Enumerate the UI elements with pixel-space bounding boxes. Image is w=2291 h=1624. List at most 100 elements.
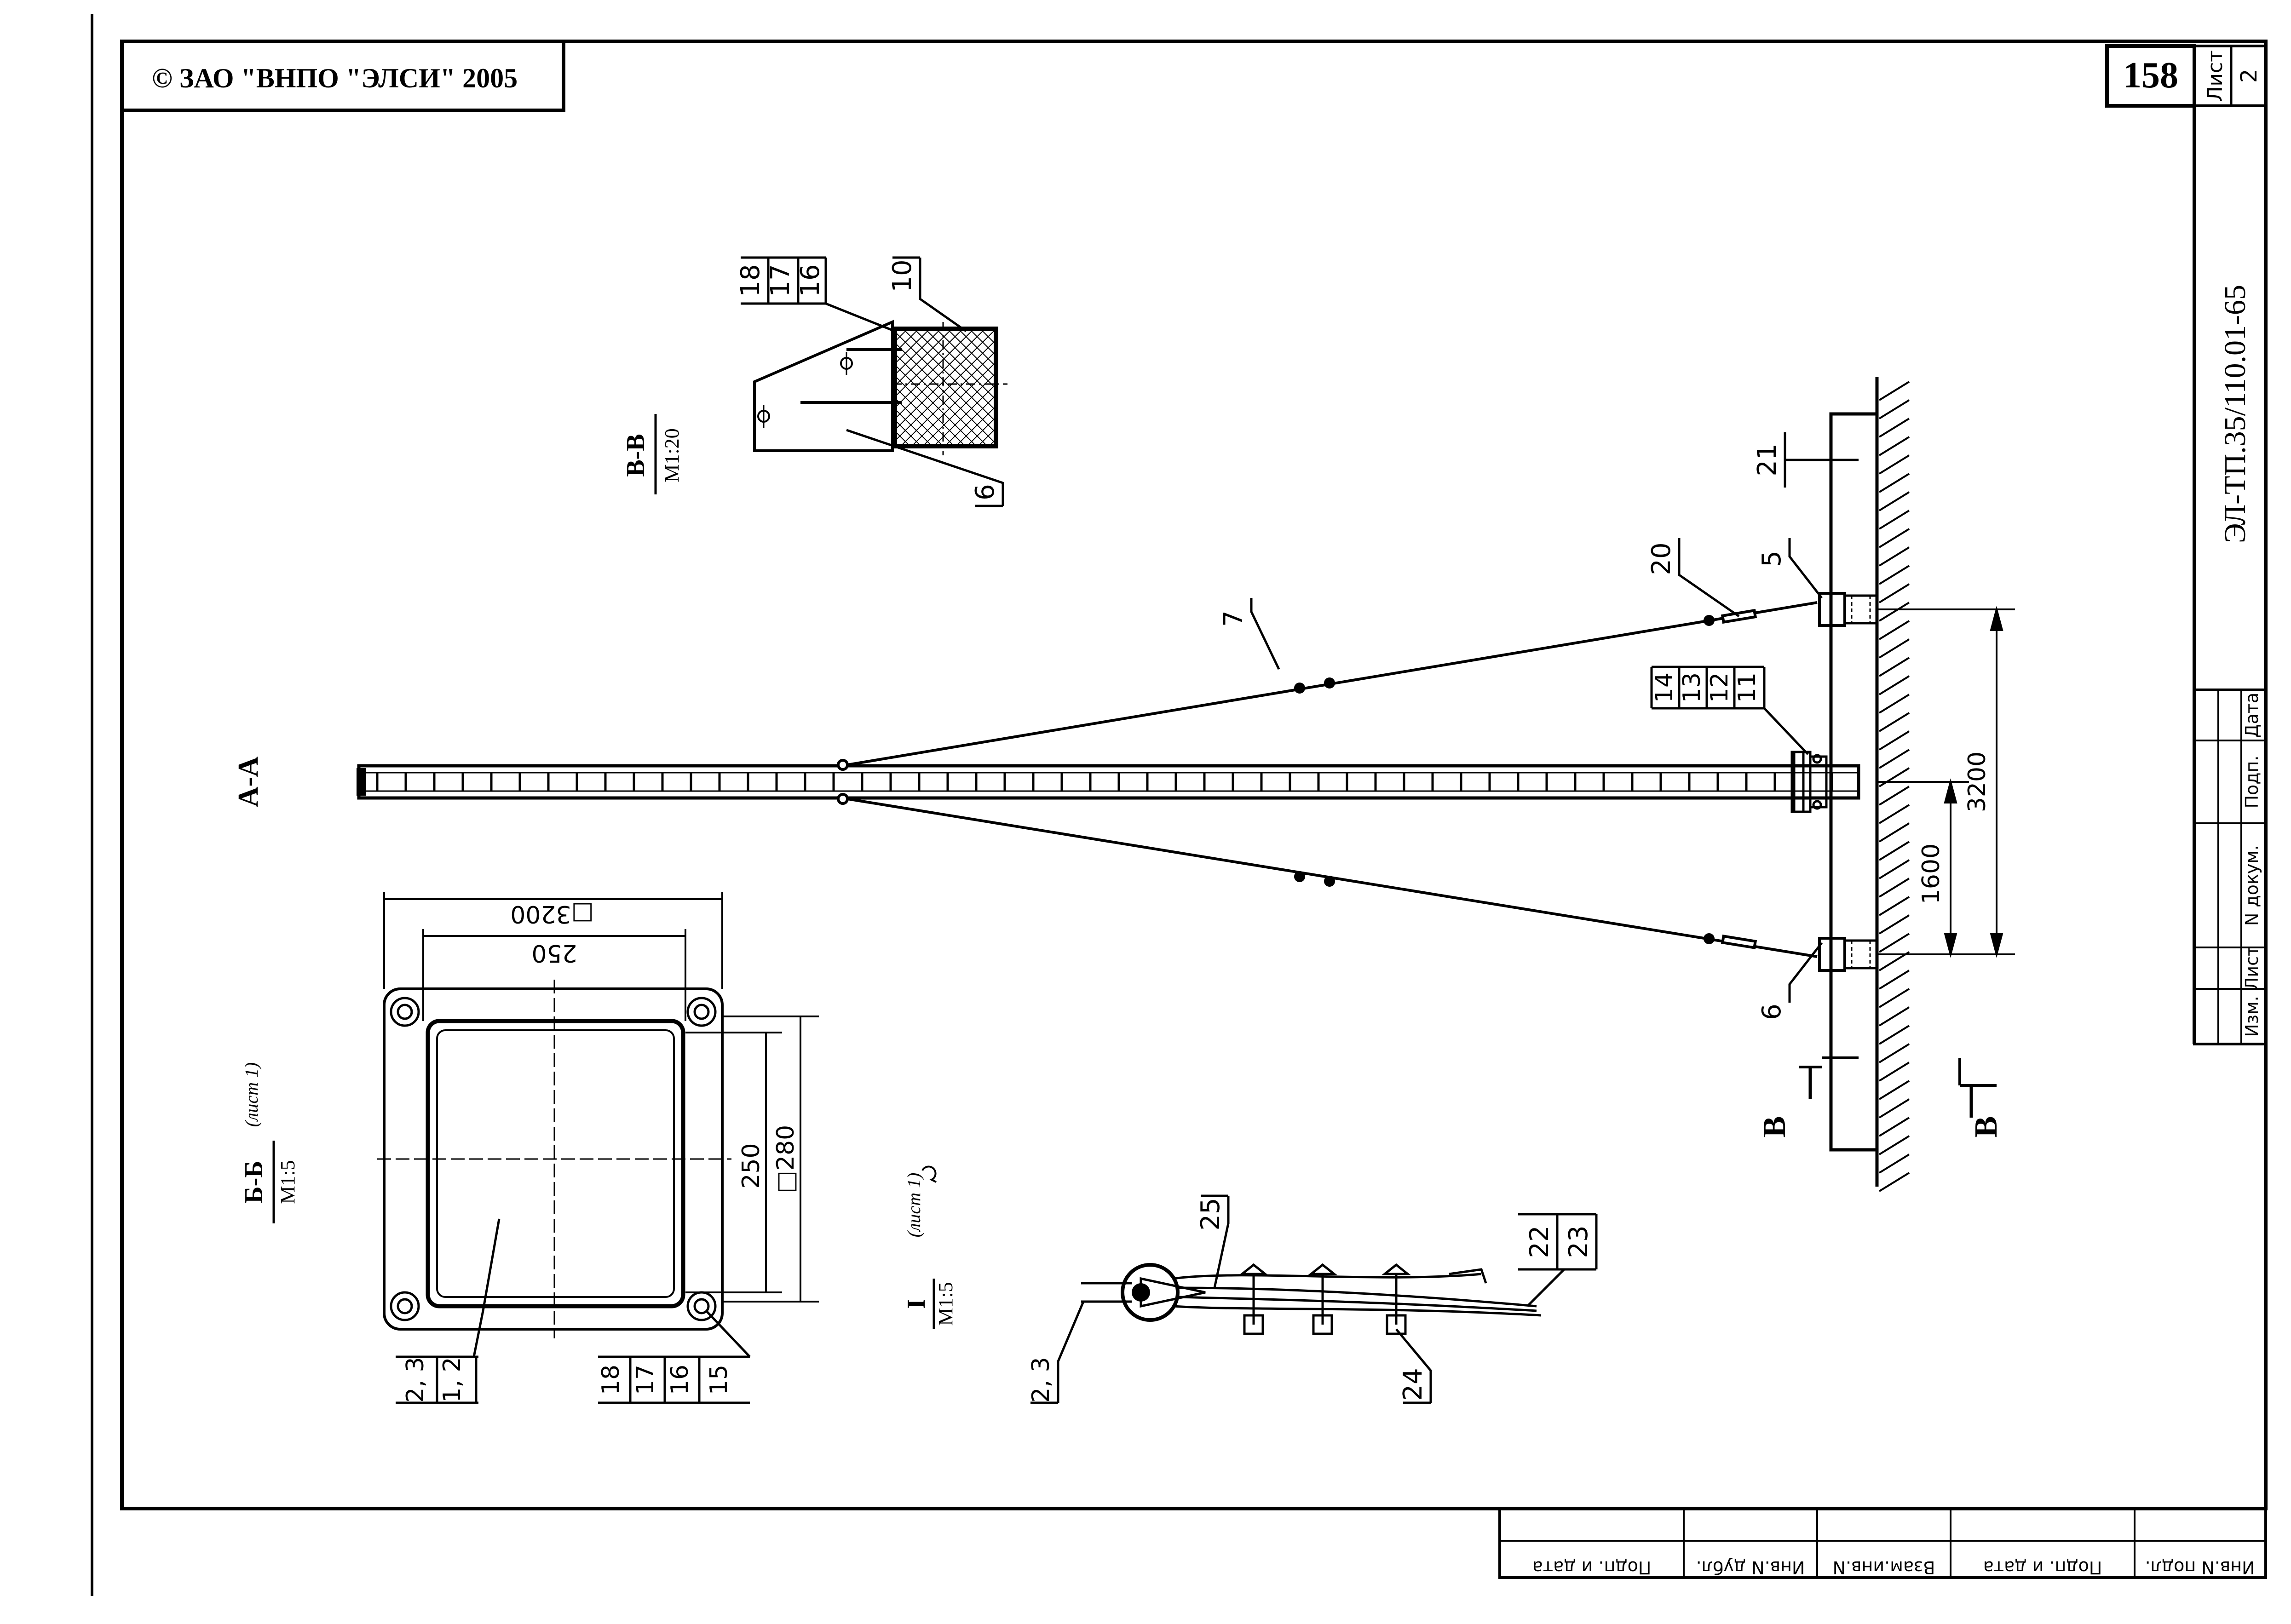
ground-hatch-line — [1878, 804, 1910, 824]
ground-hatch-line — [1878, 749, 1910, 769]
ground-hatch-line — [1878, 546, 1910, 567]
callout-14: 14 — [1651, 672, 1678, 703]
svg-text:(лист 1): (лист 1) — [904, 1173, 924, 1238]
ground-hatch-line — [1878, 859, 1910, 879]
svg-text:2, 3: 2, 3 — [1027, 1357, 1055, 1402]
svg-text:М1:5: М1:5 — [276, 1160, 299, 1204]
svg-text:Подп.: Подп. — [2242, 755, 2262, 808]
svg-text:10: 10 — [887, 259, 917, 292]
ground-hatch-line — [1878, 510, 1910, 530]
callout-5: 5 — [1757, 551, 1787, 567]
view-vv-label: В-В — [622, 434, 650, 476]
ground-hatch-line — [1878, 1117, 1910, 1137]
svg-text:15: 15 — [705, 1365, 733, 1395]
ground-hatch-line — [1878, 1135, 1910, 1155]
base-clamp — [1790, 751, 1828, 813]
dim-1600: 1600 — [1917, 844, 1945, 904]
ground-hatch-line — [1878, 1080, 1910, 1100]
dim-lines — [1877, 606, 2015, 958]
ground-hatch-line — [1878, 399, 1910, 419]
list-label: Лист — [2204, 50, 2227, 102]
ground-hatch-line — [1878, 767, 1910, 787]
callout-21: 21 — [1752, 443, 1782, 476]
section-mark-b — [1799, 1056, 1997, 1087]
svg-text:I: I — [902, 1299, 931, 1309]
ground-hatch-line — [1878, 878, 1910, 898]
svg-text:Изм.: Изм. — [2242, 996, 2262, 1037]
callout-12: 12 — [1706, 672, 1733, 703]
view-bb-label: Б-Б — [240, 1161, 268, 1204]
ground-hatch-line — [1878, 638, 1910, 659]
svg-text:250: 250 — [737, 1143, 765, 1188]
ground-hatch-line — [1878, 1172, 1910, 1192]
callout-6: 6 — [1757, 1004, 1787, 1020]
ground-hatch-line — [1878, 712, 1910, 732]
ground-hatch-line — [1878, 454, 1910, 475]
svg-text:Подп. и дата: Подп. и дата — [1983, 1557, 2102, 1578]
ground-hatch-line — [1878, 970, 1910, 990]
svg-text:6: 6 — [970, 484, 1000, 500]
ground-hatch-line — [1878, 730, 1910, 751]
copyright-text: © ЗАО "ВНПО "ЭЛСИ" 2005 — [152, 63, 518, 93]
ground-hatch-line — [1878, 620, 1910, 640]
ground-hatch-line — [1878, 988, 1910, 1008]
ground-hatch-line — [1878, 933, 1910, 953]
page-number-box — [2105, 44, 2196, 108]
svg-text:25: 25 — [1196, 1198, 1226, 1230]
svg-text:Лист: Лист — [2242, 946, 2262, 990]
callout-11: 11 — [1733, 672, 1761, 703]
ground-hatching — [1878, 381, 1910, 1192]
svg-text:250: 250 — [531, 939, 577, 967]
ground-hatch-line — [1878, 528, 1910, 548]
section-marker-right: В — [1969, 1116, 2004, 1138]
view-vv-scale: М1:20 — [661, 428, 683, 482]
callout-13: 13 — [1678, 672, 1706, 703]
svg-text:17: 17 — [632, 1365, 659, 1395]
ground-hatch-line — [1878, 1043, 1910, 1063]
ground-hatch-line — [1878, 675, 1910, 695]
bottom-stamp: Инв.N подл. Подп. и дата Взам.инв.N Инв.… — [1498, 1507, 2267, 1579]
lattice-mast — [357, 764, 1860, 800]
document-code: ЭЛ-ТП.35/110.01-65 — [2218, 285, 2252, 543]
section-marker-left: В — [1757, 1116, 1792, 1138]
svg-text:М1:5: М1:5 — [934, 1282, 957, 1326]
copyright-box — [120, 40, 565, 112]
svg-text:18: 18 — [597, 1365, 625, 1395]
svg-text:16: 16 — [666, 1365, 694, 1395]
svg-text:24: 24 — [1398, 1368, 1428, 1400]
list-number: 2 — [2236, 69, 2262, 83]
view-vv: В-В М1:20 18 17 16 10 6 — [622, 256, 1007, 507]
callout-20: 20 — [1646, 542, 1676, 575]
svg-text:2, 3: 2, 3 — [402, 1357, 429, 1402]
svg-text:1, 2: 1, 2 — [438, 1357, 466, 1402]
ground-hatch-line — [1878, 1006, 1910, 1027]
ground-hatch-line — [1878, 565, 1910, 585]
view-detail-i: I М1:5 (лист 1) — [902, 1165, 1598, 1404]
svg-text:18: 18 — [736, 264, 766, 297]
svg-text:Подп. и дата: Подп. и дата — [1532, 1557, 1652, 1578]
ground-hatch-line — [1878, 1025, 1910, 1045]
ground-hatch-line — [1878, 583, 1910, 603]
svg-text:Взам.инв.N: Взам.инв.N — [1833, 1557, 1935, 1578]
ground-hatch-line — [1878, 1098, 1910, 1119]
svg-text:16: 16 — [795, 264, 825, 297]
svg-text:23: 23 — [1564, 1225, 1594, 1258]
ground-hatch-line — [1878, 491, 1910, 511]
ground-hatch-line — [1878, 1153, 1910, 1174]
ground-hatch-line — [1878, 381, 1910, 401]
svg-text:Инв.N подл.: Инв.N подл. — [2145, 1557, 2255, 1578]
svg-text:Дата: Дата — [2242, 693, 2262, 738]
ground-hatch-line — [1878, 914, 1910, 935]
ground-hatch-line — [1878, 436, 1910, 456]
ground-hatch-line — [1878, 896, 1910, 916]
svg-text:17: 17 — [766, 264, 795, 297]
svg-text:N докум.: N докум. — [2242, 845, 2262, 926]
dim-3200: 3200 — [1963, 752, 1991, 812]
ground-hatch-line — [1878, 786, 1910, 806]
svg-text:22: 22 — [1525, 1225, 1554, 1258]
base-beam — [1829, 412, 1879, 1152]
ground-hatch-line — [1878, 473, 1910, 493]
ground-hatch-line — [1878, 822, 1910, 843]
page-number: 158 — [2123, 55, 2178, 96]
